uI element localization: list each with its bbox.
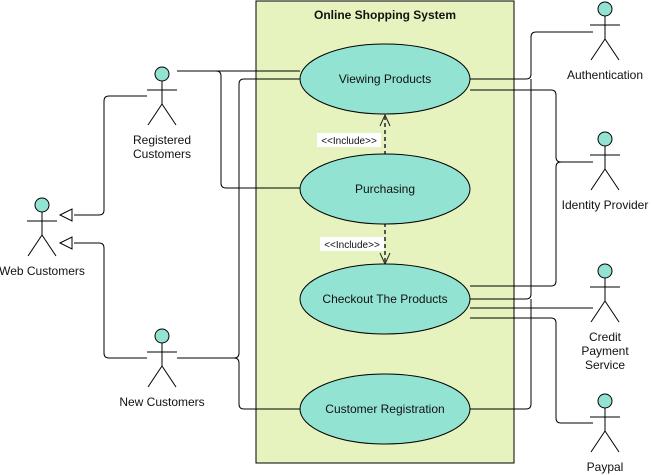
actor-head-icon — [597, 1, 613, 17]
system-title: Online Shopping System — [314, 8, 456, 22]
actor-label: Customers — [133, 147, 191, 161]
use-case-registration[interactable]: Customer Registration — [299, 373, 471, 445]
edge-new-registration[interactable] — [177, 357, 300, 410]
actor-idp[interactable]: Identity Provider — [562, 131, 649, 212]
edge-registered-web[interactable] — [74, 95, 147, 216]
actor-leg — [604, 300, 620, 323]
actor-label: Paypal — [587, 460, 624, 474]
edge-auth-registration[interactable] — [470, 299, 532, 410]
actor-label: New Customers — [119, 395, 204, 409]
edge-paypal-checkout[interactable] — [470, 317, 593, 424]
actor-head-icon — [597, 393, 613, 409]
edge-new-web[interactable] — [74, 242, 147, 359]
actor-auth[interactable]: Authentication — [567, 1, 643, 82]
edge-idp-viewing[interactable] — [470, 89, 593, 163]
include-label-bg — [317, 133, 381, 147]
use-case-purchasing[interactable]: Purchasing — [299, 153, 471, 225]
actor-leg — [604, 430, 620, 453]
use-case-label: Purchasing — [355, 182, 415, 196]
use-case-label: Checkout The Products — [322, 292, 447, 306]
actor-head-icon — [154, 66, 170, 82]
actor-label: Service — [585, 358, 625, 372]
actor-label: Registered — [133, 133, 191, 147]
edge-auth-viewing[interactable] — [470, 31, 593, 80]
actor-web[interactable]: Web Customers — [0, 197, 85, 278]
include-label: <<Include>> — [324, 240, 380, 251]
associations — [177, 31, 593, 424]
generalization-arrow-icon — [58, 236, 73, 250]
use-case-label: Customer Registration — [325, 402, 444, 416]
actor-leg — [604, 38, 620, 61]
actor-new[interactable]: New Customers — [119, 328, 205, 409]
actor-leg — [27, 234, 43, 257]
actor-leg — [590, 430, 606, 453]
actor-label: Web Customers — [0, 264, 85, 278]
generalizations — [58, 95, 147, 359]
edge-auth-checkout[interactable] — [470, 79, 532, 300]
actor-label: Credit — [589, 330, 622, 344]
actor-leg — [161, 365, 177, 388]
actor-leg — [161, 103, 177, 126]
actor-head-icon — [34, 197, 50, 213]
actor-head-icon — [597, 263, 613, 279]
includes: <<Include>> <<Include>> — [317, 113, 391, 266]
actor-leg — [590, 38, 606, 61]
actor-leg — [147, 365, 163, 388]
actor-leg — [590, 300, 606, 323]
generalization-arrow-icon — [58, 208, 73, 222]
actor-leg — [590, 168, 606, 191]
use-case-checkout[interactable]: Checkout The Products — [299, 263, 471, 335]
actor-head-icon — [154, 328, 170, 344]
edge-new-viewing[interactable] — [177, 78, 300, 359]
actor-leg — [41, 234, 57, 257]
actor-leg — [147, 103, 163, 126]
actor-label: Authentication — [567, 68, 643, 82]
edge-idp-checkout[interactable] — [470, 161, 593, 287]
actor-paypal[interactable]: Paypal — [587, 393, 624, 474]
edge-registered-purchasing[interactable] — [177, 70, 300, 189]
include-label-bg — [320, 237, 384, 251]
actor-leg — [604, 168, 620, 191]
actor-head-icon — [597, 131, 613, 147]
use-case-label: Viewing Products — [339, 72, 432, 86]
include-label: <<Include>> — [321, 136, 377, 147]
actor-label: Payment — [581, 344, 629, 358]
use-case-viewing[interactable]: Viewing Products — [299, 43, 471, 115]
actor-label: Identity Provider — [562, 198, 649, 212]
include-arrow-icon — [379, 113, 391, 127]
